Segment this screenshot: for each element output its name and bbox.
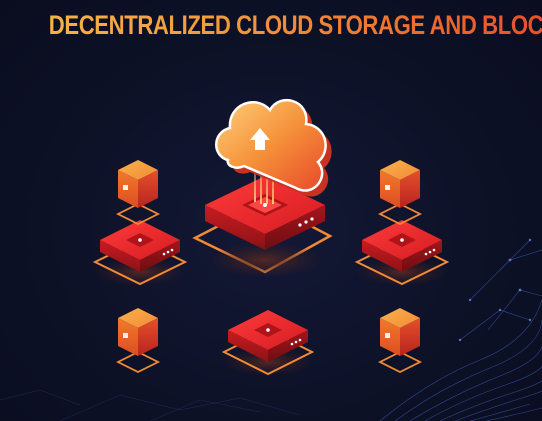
storage-cube-top-right <box>377 160 423 226</box>
server-node-left <box>92 220 188 286</box>
network-dots <box>458 238 532 342</box>
title-text: DECENTRALIZED CLOUD STORAGE AND BLOCKCHA… <box>49 10 542 40</box>
storage-cube-bottom-right <box>377 308 423 374</box>
cloud-upload-icon <box>215 99 332 197</box>
page-title: DECENTRALIZED CLOUD STORAGE AND BLOCKCHA… <box>49 10 542 41</box>
storage-cube-top-left <box>115 160 161 226</box>
network-mesh-left <box>0 389 301 421</box>
server-node-bottom <box>221 310 315 376</box>
server-node-right <box>354 220 450 286</box>
server-node-main <box>192 176 333 278</box>
storage-cube-bottom-left <box>115 308 161 374</box>
